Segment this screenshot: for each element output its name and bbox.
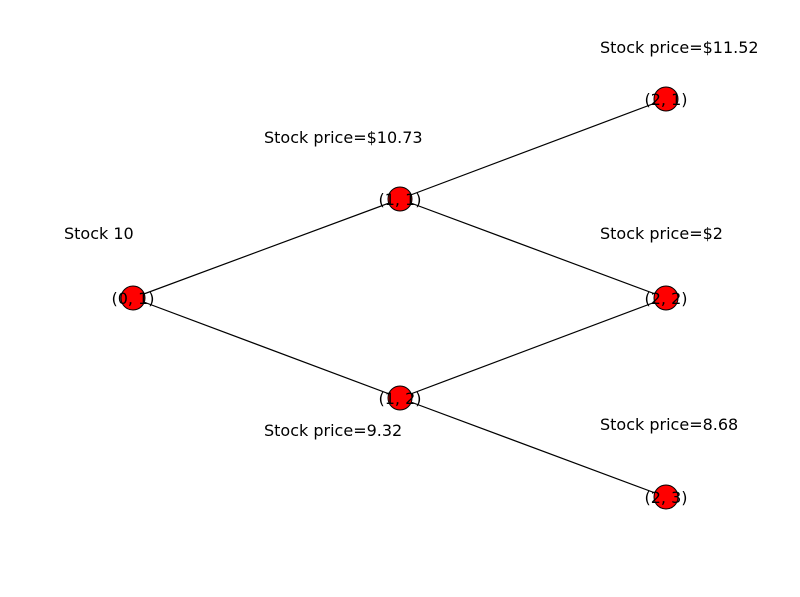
node-circle [120, 285, 146, 311]
edges-layer [132, 98, 667, 498]
price-label-1_2: Stock price=9.32 [264, 421, 402, 440]
node-circle [653, 86, 679, 112]
node-circle [387, 385, 413, 411]
node-label: (1, 1) [378, 190, 421, 209]
node-1_1: (1, 1) [378, 186, 422, 212]
edge-1_2-2_2 [399, 297, 667, 399]
price-label-1_1: Stock price=$10.73 [264, 128, 423, 147]
node-label: (1, 2) [378, 389, 421, 408]
node-0_1: (0, 1) [111, 285, 155, 311]
node-label: (2, 3) [644, 488, 687, 507]
price-label-2_2: Stock price=$2 [600, 224, 723, 243]
edge-0_1-1_2 [132, 297, 401, 399]
edge-0_1-1_1 [132, 198, 401, 299]
node-circle [653, 484, 679, 510]
edge-1_1-2_1 [399, 98, 667, 200]
node-2_1: (2, 1) [644, 86, 688, 112]
node-2_3: (2, 3) [644, 484, 688, 510]
edge-1_1-2_2 [399, 198, 667, 299]
node-1_2: (1, 2) [378, 385, 422, 411]
node-label: (0, 1) [111, 289, 154, 308]
node-2_2: (2, 2) [644, 285, 688, 311]
price-label-2_1: Stock price=$11.52 [600, 38, 759, 57]
node-label: (2, 1) [644, 90, 687, 109]
node-label: (2, 2) [644, 289, 687, 308]
node-circle [387, 186, 413, 212]
node-circle [653, 285, 679, 311]
price-label-0_1: Stock 10 [64, 224, 134, 243]
nodes-layer: (0, 1) (1, 1) (1, 2) (2, 1) (2, 2) (2, 3) [111, 86, 688, 510]
price-label-2_3: Stock price=8.68 [600, 415, 738, 434]
edge-1_2-2_3 [399, 397, 667, 498]
